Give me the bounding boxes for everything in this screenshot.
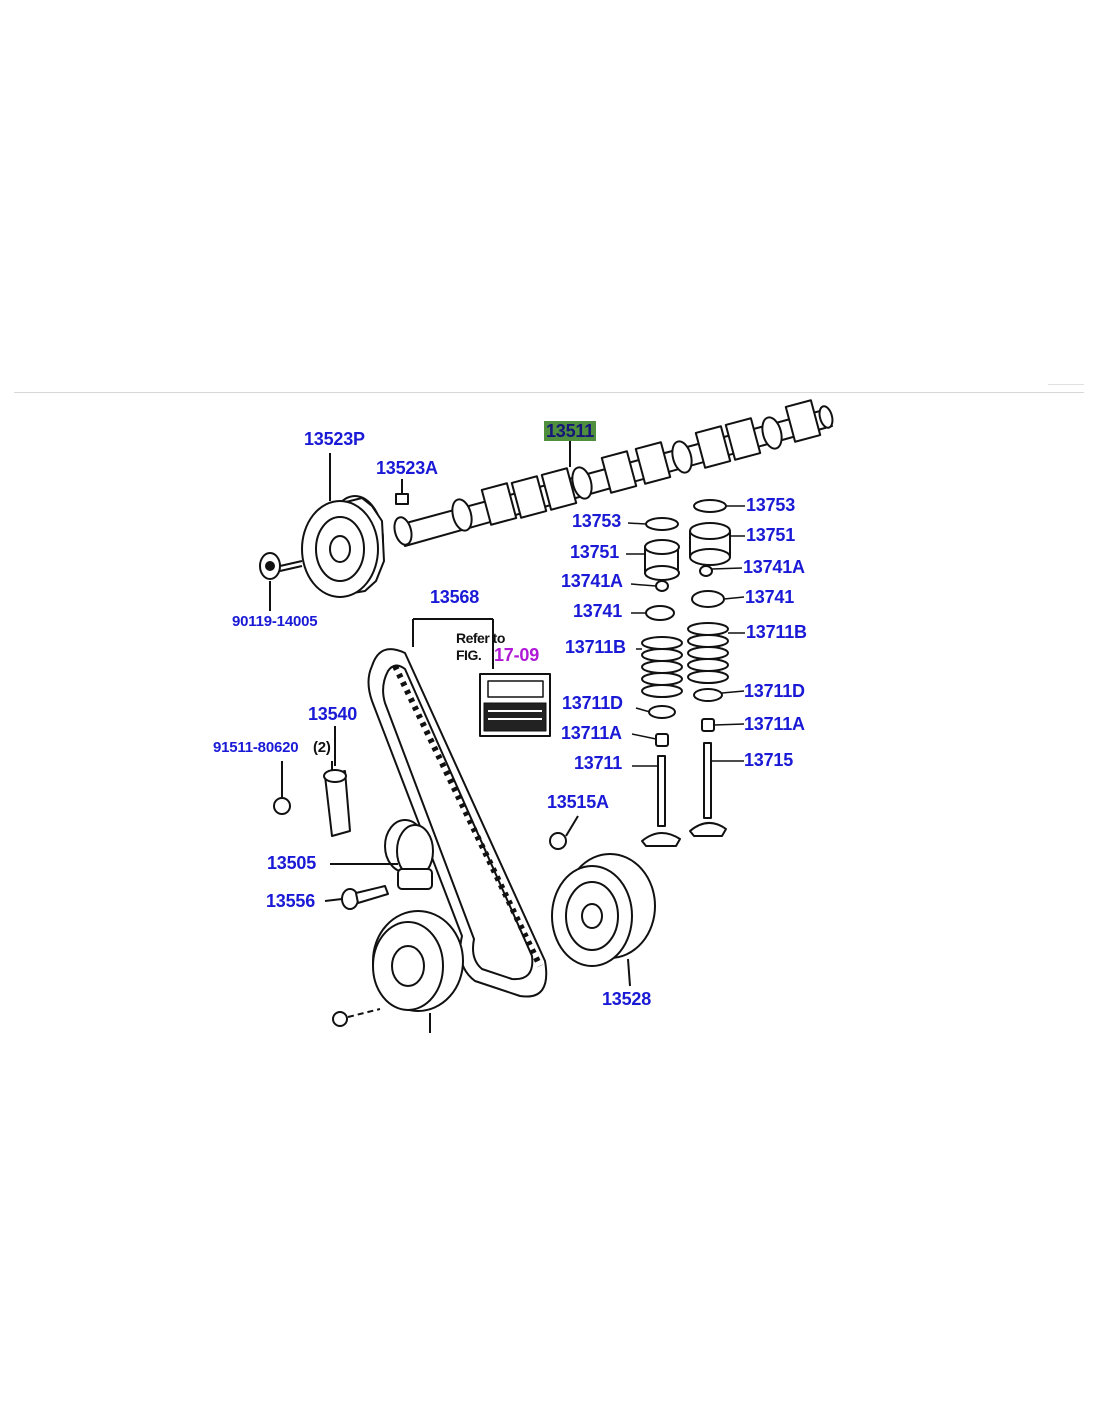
label-13753-right[interactable]: 13753 (746, 495, 796, 515)
nut-drawing (273, 761, 291, 815)
label-13505[interactable]: 13505 (267, 853, 317, 873)
label-13528[interactable]: 13528 (602, 989, 652, 1009)
fig-reference-link[interactable]: 17-09 (494, 645, 540, 665)
label-13711B-right[interactable]: 13711B (746, 622, 807, 642)
panel-corner-mark (1048, 384, 1084, 391)
label-13515A[interactable]: 13515A (547, 792, 609, 812)
cam-pulley-drawing (301, 453, 385, 598)
parts-diagram-panel: 13511 13523P 13523A 90119-14005 13568 Re… (14, 392, 1084, 1033)
left-valve-assembly-drawing (641, 517, 683, 847)
label-13711B-left[interactable]: 13711B (565, 637, 626, 657)
label-13511[interactable]: 13511 (544, 421, 597, 441)
label-13711[interactable]: 13711 (574, 753, 623, 773)
label-13711A-left[interactable]: 13711A (561, 723, 622, 743)
key-drawing (395, 493, 409, 505)
camshaft-drawing (393, 399, 834, 547)
washer-drawing (549, 815, 579, 850)
label-13523A[interactable]: 13523A (376, 458, 438, 478)
label-13751-left[interactable]: 13751 (570, 542, 620, 562)
label-13556[interactable]: 13556 (266, 891, 316, 911)
label-13540[interactable]: 13540 (308, 704, 358, 724)
label-90119-14005[interactable]: 90119-14005 (232, 613, 318, 630)
label-13741A-left[interactable]: 13741A (561, 571, 623, 591)
right-valve-assembly-drawing (687, 499, 731, 837)
label-13741A-right[interactable]: 13741A (743, 557, 805, 577)
label-13711A-right[interactable]: 13711A (744, 714, 805, 734)
idler-pulley-drawing (330, 819, 434, 890)
label-13741-left[interactable]: 13741 (573, 601, 623, 621)
label-13568[interactable]: 13568 (430, 587, 480, 607)
crank-pulley-drawing (551, 853, 656, 987)
label-13741-right[interactable]: 13741 (745, 587, 795, 607)
reference-box-drawing (479, 673, 551, 737)
fig-text: FIG. (456, 647, 482, 663)
timing-belt-drawing (367, 618, 548, 998)
label-13711D-right[interactable]: 13711D (744, 681, 805, 701)
cam-bolt-drawing (259, 552, 303, 611)
label-13711D-left[interactable]: 13711D (562, 693, 623, 713)
idler-bolt-drawing (324, 885, 389, 910)
label-91511-80620[interactable]: 91511-80620 (213, 739, 299, 756)
label-13715[interactable]: 13715 (744, 750, 794, 770)
label-13751-right[interactable]: 13751 (746, 525, 796, 545)
exploded-view-drawing (259, 399, 834, 1033)
label-13523P[interactable]: 13523P (304, 429, 365, 449)
lower-plate-drawing (332, 910, 464, 1033)
label-91511-quantity: (2) (313, 739, 331, 756)
refer-to-text: Refer to (456, 630, 505, 646)
tensioner-drawing (323, 726, 351, 837)
label-13753-left[interactable]: 13753 (572, 511, 622, 531)
